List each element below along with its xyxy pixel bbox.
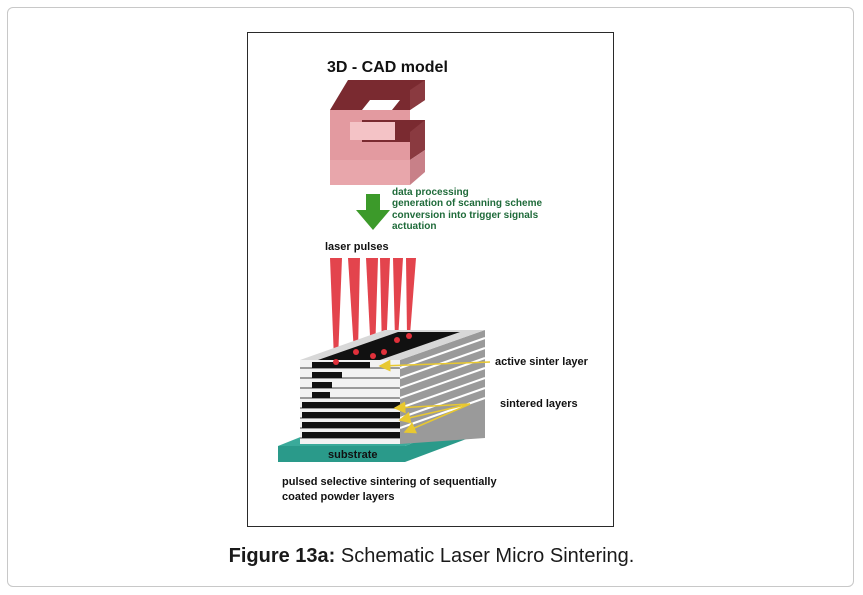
cad-model-title: 3D - CAD model [327, 59, 448, 76]
cad-model-block [330, 80, 425, 185]
caption-label: Figure 13a: [228, 545, 336, 567]
step-item: actuation [392, 221, 436, 232]
active-sinter-label: active sinter layer [495, 356, 589, 368]
sintered-regions [302, 362, 400, 438]
laser-beams [330, 258, 416, 360]
layer-stack: substrate [278, 330, 486, 462]
sintered-layers-label: sintered layers [500, 398, 578, 410]
step-item: data processing [392, 187, 469, 198]
step-item: generation of scanning scheme [392, 198, 542, 209]
figure-caption: Figure 13a: Schematic Laser Micro Sinter… [0, 545, 863, 568]
cad-top-face [330, 80, 425, 110]
laser-impact-points [333, 333, 412, 365]
step-item: conversion into trigger signals [392, 210, 539, 221]
bottom-description-line: pulsed selective sintering of sequential… [282, 476, 497, 488]
laser-pulses-label: laser pulses [325, 241, 389, 253]
processing-steps: data processing generation of scanning s… [392, 187, 542, 232]
annotation-arrows [378, 359, 491, 434]
caption-text: Schematic Laser Micro Sintering. [340, 545, 635, 567]
substrate-block [278, 414, 485, 462]
processing-arrow [356, 194, 390, 230]
bottom-description-line: coated powder layers [282, 491, 395, 503]
substrate-label: substrate [328, 449, 378, 461]
